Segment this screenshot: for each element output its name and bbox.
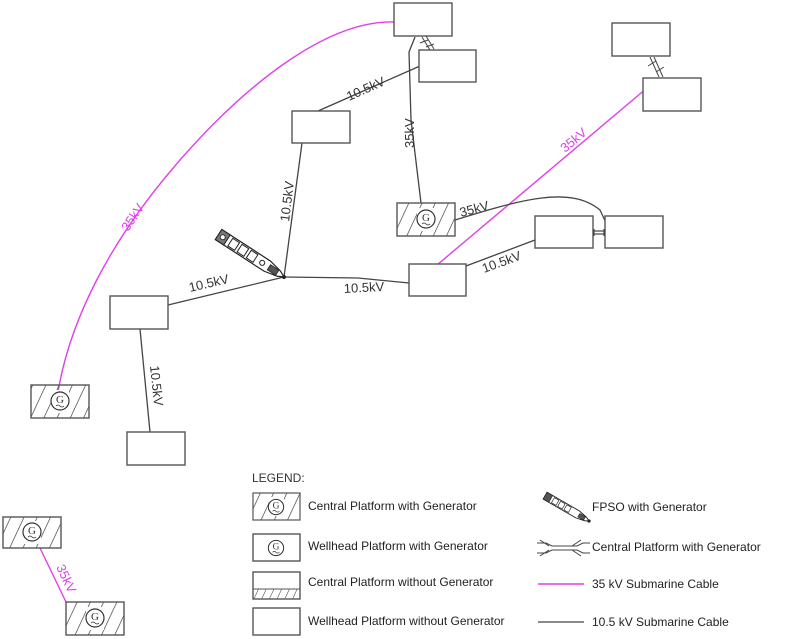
wellhead-platform-mid[interactable] [291,110,351,144]
cable-35kv-curve [454,196,609,228]
label-10kv-fpso-right: 10.5kV [343,279,385,296]
cable-35kv-vertical [408,36,422,204]
central-platform-with-generator-sw-1[interactable] [2,516,62,549]
label-10kv-upper: 10.5kV [344,73,387,103]
label-10kv-fpso-up: 10.5kV [277,180,297,222]
cable-35kv-diagonal [436,87,648,266]
central-platform-with-generator-mid[interactable] [396,202,456,237]
legend: LEGEND: Central Platform with Generator … [252,471,761,636]
wellhead-platform-center[interactable] [408,263,467,297]
legend-fpso-icon [542,491,591,523]
cable-10kv-right [465,239,536,267]
bridge-link-icon [593,229,605,236]
wellhead-platform-east-2[interactable] [604,215,664,249]
bridge-link-icon [647,56,665,78]
label-35kv-bottom: 35kV [53,562,79,595]
legend-label: Central Platform with Generator [592,540,761,554]
wellhead-platform-right[interactable] [642,77,702,112]
legend-title: LEGEND: [252,471,305,485]
legend-wellhead-platform-with-generator-icon [252,533,301,562]
cable-35kv-bottom [39,547,67,603]
label-35kv-vertical: 35kV [402,118,417,148]
fpso-vessel-icon[interactable] [214,228,289,283]
legend-label: 35 kV Submarine Cable [592,577,719,591]
wellhead-platform-west[interactable] [109,295,169,330]
legend-label: Wellhead Platform with Generator [308,539,488,553]
cable-10kv-fpso-up [283,142,303,278]
cable-35kv-arc [57,21,395,393]
cable-10kv-fpso-right [283,276,410,284]
legend-label: Central Platform with Generator [308,499,477,513]
legend-central-platform-without-generator-icon [252,571,301,600]
central-platform-with-generator-sw-2[interactable] [65,601,125,636]
central-platform-with-generator-west[interactable] [30,384,90,419]
label-10kv-down: 10.5kV [147,365,166,407]
cable-10kv-upper [317,65,421,112]
wellhead-platform-south[interactable] [126,431,186,466]
legend-label: Central Platform without Generator [308,575,493,589]
wellhead-platform-far-top-right[interactable] [611,22,671,57]
cable-10kv-down [139,328,151,433]
bridge-link-icon [419,35,435,51]
wellhead-platform-east-1[interactable] [534,215,594,249]
label-35kv-curve: 35kV [458,198,491,220]
wellhead-platform-top[interactable] [393,2,453,37]
legend-label: 10.5 kV Submarine Cable [592,615,729,629]
cable-10kv-fpso-left [167,276,285,306]
wellhead-platform-top-right-center[interactable] [418,49,477,83]
legend-bridge-link-icon [537,539,590,557]
legend-wellhead-platform-without-generator-icon [252,607,301,636]
legend-label: Wellhead Platform without Generator [308,614,505,628]
legend-central-platform-with-generator-icon [252,492,301,521]
legend-label: FPSO with Generator [592,500,707,514]
